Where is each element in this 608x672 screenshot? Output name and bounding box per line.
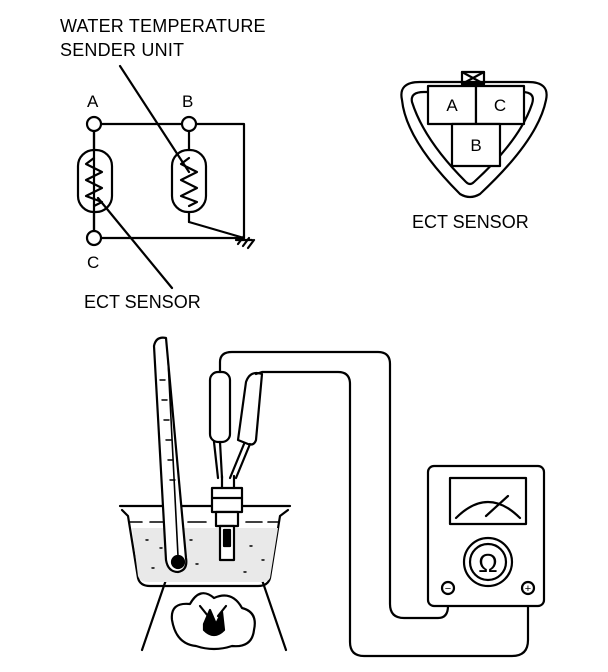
- connector-pin-c-label: C: [494, 96, 506, 115]
- burner-stand: [140, 572, 288, 652]
- ohmmeter: [426, 464, 546, 608]
- ohm-selector: [462, 536, 514, 588]
- burner: [170, 592, 256, 651]
- ect-sensor-label: ECT SENSOR: [84, 292, 201, 312]
- ohm-icon: Ω: [478, 548, 497, 578]
- ohmmeter-case: [426, 464, 546, 608]
- terminal-b-label: B: [182, 92, 194, 111]
- probe-right: [228, 371, 264, 480]
- terminal-a-label: A: [87, 92, 99, 111]
- pin-a-cell: [426, 84, 478, 126]
- ohmmeter-display: [448, 476, 528, 526]
- water-bath: [118, 504, 292, 588]
- minus-terminal-label: −: [445, 583, 451, 595]
- sender-title-line2: SENDER UNIT: [60, 40, 185, 60]
- plus-terminal-label: +: [525, 583, 531, 595]
- ect-connector: [400, 70, 548, 199]
- sender-title-line1: WATER TEMPERATURE: [60, 16, 266, 36]
- lead-wire-right: [254, 370, 530, 658]
- positive-terminal: [520, 580, 536, 596]
- probe-left: [208, 370, 232, 480]
- terminal-a: [85, 115, 103, 133]
- meter-needle: [484, 494, 510, 518]
- terminal-c-label: C: [87, 253, 100, 272]
- schematic-circuit: [76, 64, 256, 290]
- thermometer-icon: [152, 336, 188, 574]
- pin-c-cell: [474, 84, 526, 126]
- ground-icon: [234, 234, 256, 250]
- water-texture: [145, 539, 265, 573]
- negative-terminal: [440, 580, 456, 596]
- terminal-c: [85, 229, 103, 247]
- lead-wire-left: [218, 350, 450, 620]
- connector-lock-tab: [460, 70, 486, 86]
- pin-b-cell: [450, 122, 502, 168]
- ect-leader-line: [96, 196, 174, 290]
- sender-leader-line: [118, 64, 191, 174]
- connector-pin-a-label: A: [446, 96, 458, 115]
- connector-pin-b-label: B: [470, 136, 481, 155]
- connector-housing: [400, 80, 548, 199]
- ect-sensor-unit: [210, 474, 244, 562]
- connector-caption: ECT SENSOR: [412, 212, 529, 232]
- terminal-b: [180, 115, 198, 133]
